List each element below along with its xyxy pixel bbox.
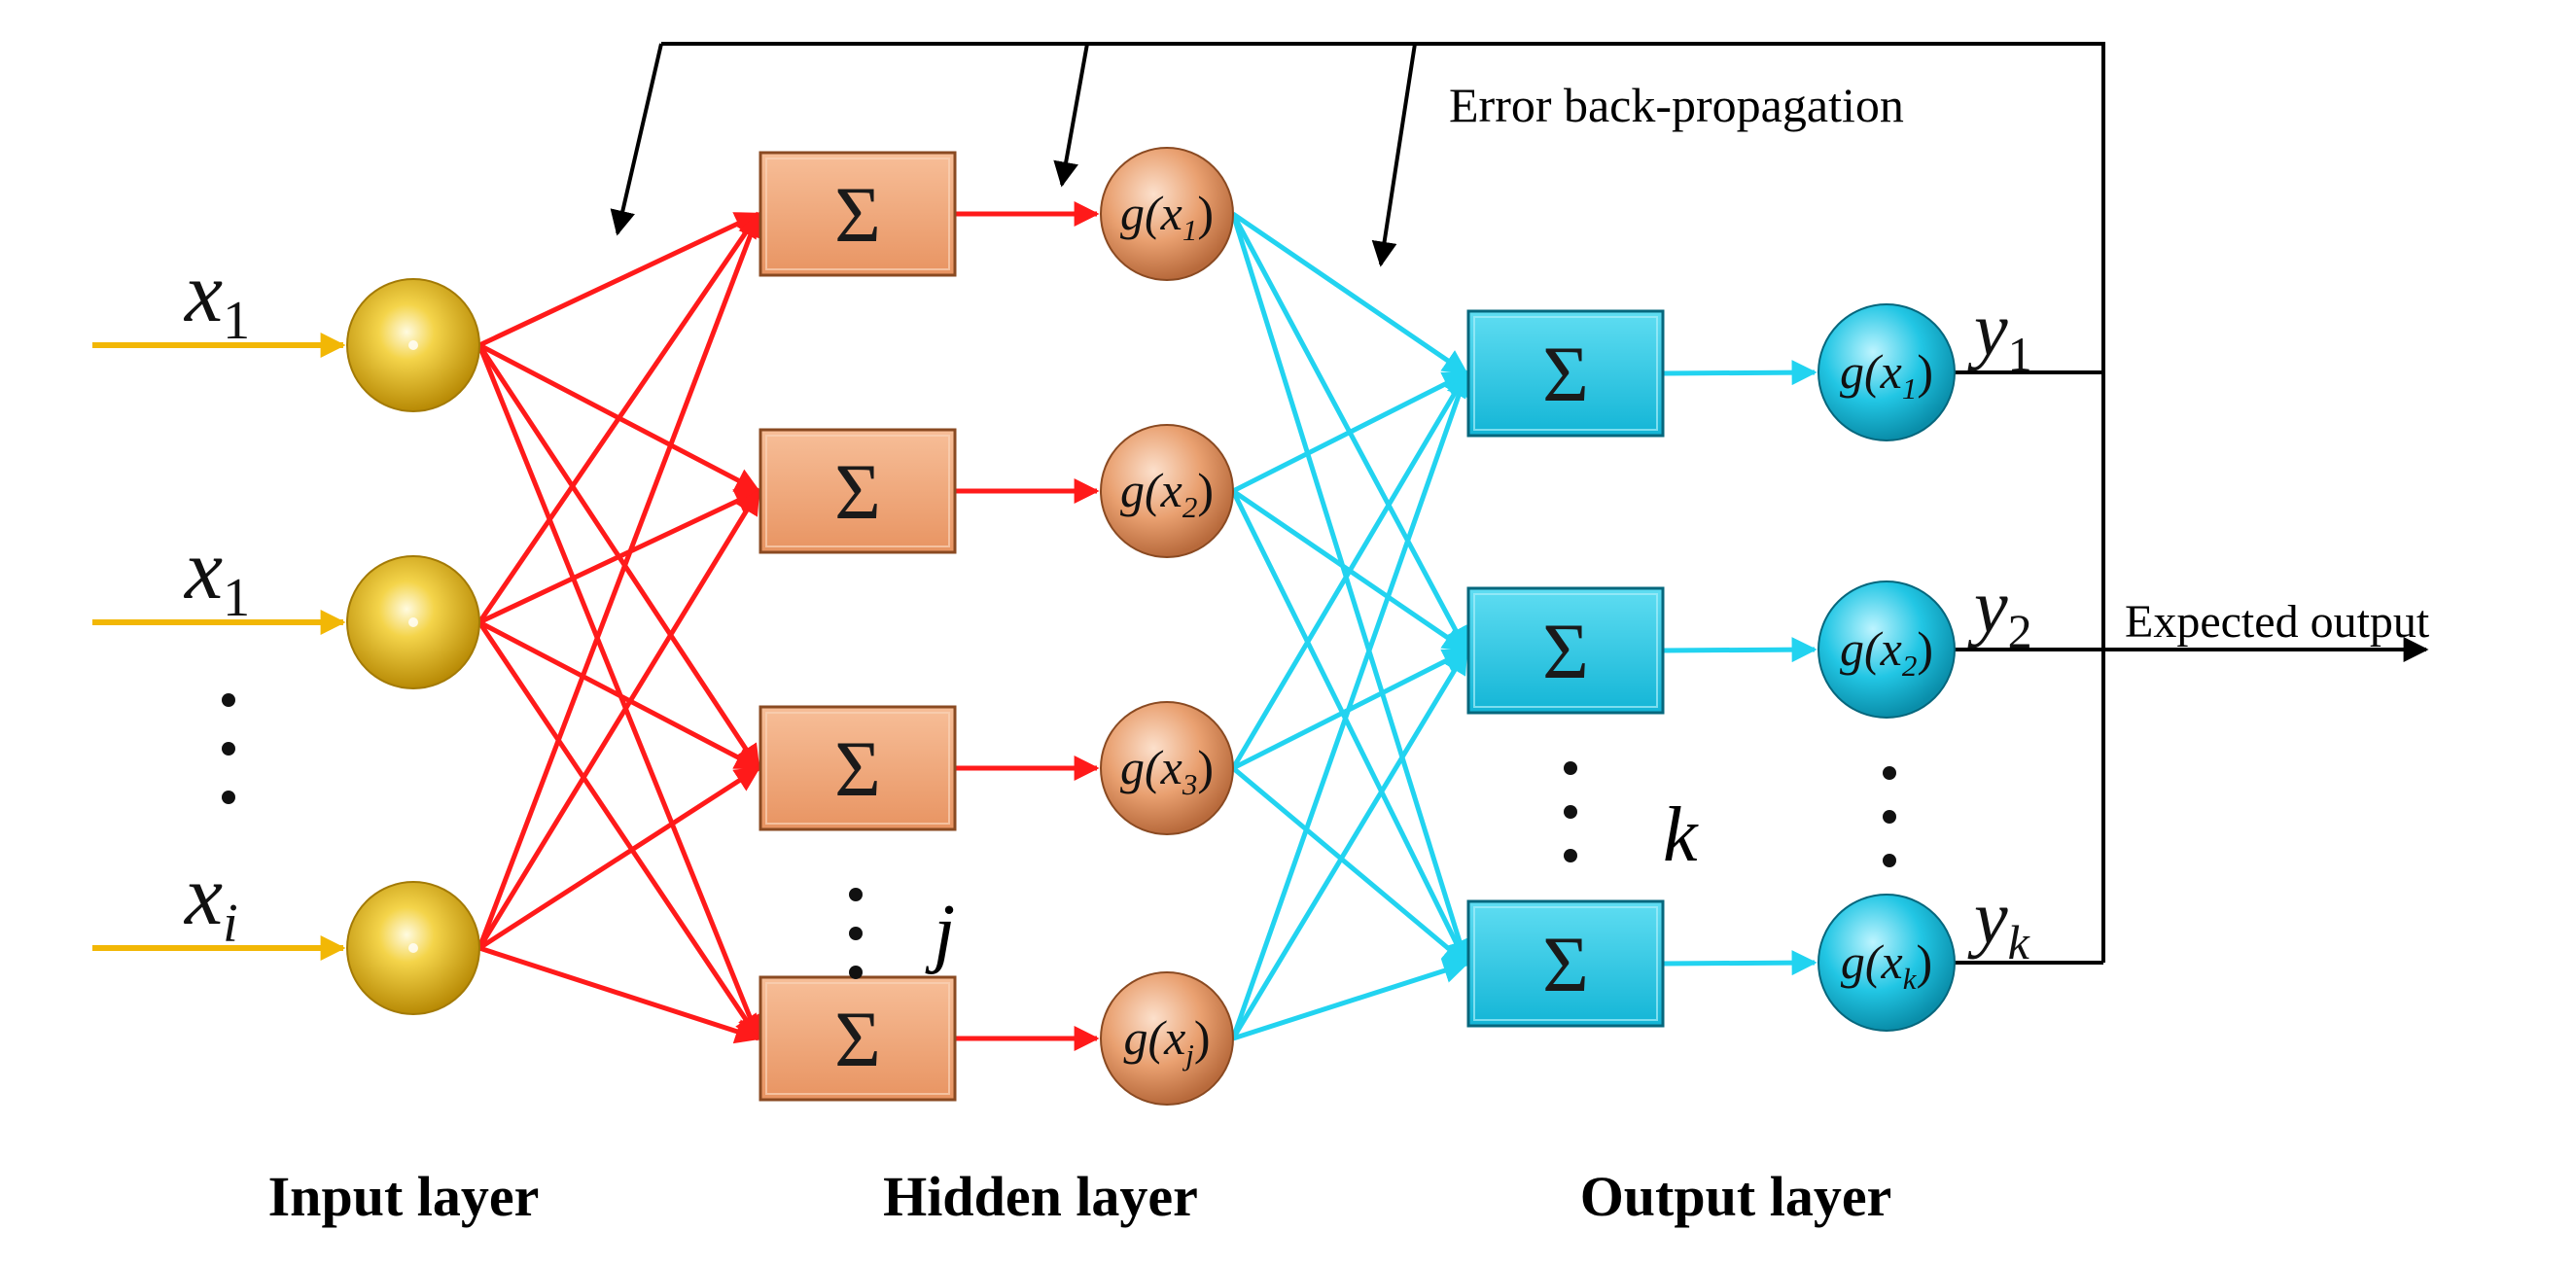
output-sum-box-3: Σ: [1466, 899, 1665, 1028]
sum-symbol: Σ: [834, 724, 881, 813]
input-variable-label-2: x1: [183, 523, 250, 628]
edge-h3-o3: [1231, 766, 1468, 966]
feedback-arrow-hidden: [1053, 43, 1089, 188]
edge-in3-h3: [477, 765, 761, 951]
output-sum-box-2: Σ: [1466, 586, 1665, 715]
output-activation-label: g(x2): [1840, 621, 1933, 683]
edge-h4-o3: [1232, 958, 1469, 1041]
edge-in2-h4: [476, 620, 761, 1041]
sum-symbol: Σ: [1542, 330, 1589, 418]
hidden-activation-label: g(x2): [1120, 463, 1214, 524]
sum-symbol: Σ: [834, 170, 881, 259]
sum-symbol: Σ: [834, 995, 881, 1083]
edge-osum3-oact: [1662, 950, 1817, 976]
output-activation-node-1: g(x1): [1817, 303, 1956, 441]
edge-in3-h1: [476, 211, 762, 949]
edge-in1-h1: [477, 211, 761, 348]
output-variable-label-2: y2: [1967, 564, 2032, 658]
edge-h1-o1: [1231, 211, 1469, 376]
sum-symbol: Σ: [1542, 607, 1589, 695]
output-activation-node-3: g(xk): [1817, 894, 1956, 1032]
edge-in2-h3: [477, 619, 761, 771]
input-variable-label-3: xi: [183, 849, 238, 954]
output-activation-label: g(x1): [1840, 344, 1933, 405]
hidden-activation-node-4: g(xj): [1100, 971, 1234, 1106]
edge-in3-h2: [476, 488, 761, 950]
hidden-layer-label: Hidden layer: [883, 1165, 1198, 1228]
hidden-index-label: j: [925, 890, 955, 975]
hidden-activation-node-2: g(x2): [1100, 424, 1234, 558]
edge-h2-o1: [1231, 370, 1469, 494]
output-sum-box-1: Σ: [1466, 309, 1665, 438]
output-activation-label: g(xk): [1841, 934, 1932, 996]
edge-in1-h4: [476, 344, 762, 1041]
edge-h1-o3: [1230, 213, 1472, 967]
hidden-activation-node-1: g(x1): [1100, 147, 1234, 281]
edge-in2-h2: [477, 488, 761, 625]
output-variable-label-1: y1: [1967, 287, 2032, 381]
feedback-arrow-input: [610, 43, 663, 236]
input-ellipsis: [222, 693, 235, 804]
diagram-labels: x1 x1 xi y1 y2 yk: [183, 246, 2032, 979]
sum-symbol: Σ: [1542, 920, 1589, 1008]
edge-in2-h1: [476, 211, 761, 624]
edge-h3-o1: [1230, 370, 1469, 770]
edge-in3-h4: [478, 945, 761, 1044]
expected-output-label: Expected output: [2125, 596, 2430, 648]
hidden-activation-label: g(x1): [1120, 186, 1214, 247]
input-layer-label: Input layer: [268, 1165, 540, 1228]
input-variable-label-1: x1: [183, 246, 250, 351]
hidden-sum-box-2: Σ: [759, 428, 957, 554]
edge-h2-o3: [1230, 489, 1469, 967]
error-backprop-label: Error back-propagation: [1449, 78, 1904, 132]
feedback-arrow-output: [1371, 43, 1417, 267]
hidden-sum-box-4: Σ: [759, 975, 957, 1102]
hidden-sum-box-3: Σ: [759, 705, 957, 831]
edge-h4-o2: [1230, 648, 1469, 1040]
output-activation-ellipsis: [1883, 766, 1896, 867]
output-layer-label: Output layer: [1580, 1165, 1892, 1228]
hidden-activation-label: g(xj): [1123, 1010, 1210, 1072]
sum-symbol: Σ: [834, 447, 881, 536]
input-node-1: [346, 278, 480, 412]
output-index-label: k: [1663, 792, 1699, 878]
hidden-to-output-connections: [1230, 211, 1817, 1041]
output-variable-label-3: yk: [1967, 875, 2030, 969]
hidden-activation-label: g(x3): [1120, 740, 1214, 801]
input-node-2: [346, 555, 480, 689]
edge-h4-o1: [1230, 370, 1471, 1039]
hidden-ellipsis: [849, 888, 863, 979]
network-nodes: Σ Σ Σ Σ Σ Σ Σg(x1) g(x2) g(x3) g(xj) g(x1) g(x2) g(x…: [346, 147, 1956, 1106]
output-sum-ellipsis: [1564, 761, 1577, 862]
input-to-hidden-connections: [92, 201, 1100, 1051]
error-feedback-lines: [610, 42, 2429, 965]
output-activation-node-2: g(x2): [1817, 580, 1956, 719]
edge-osum2-oact: [1662, 637, 1817, 663]
hidden-sum-box-1: Σ: [759, 151, 957, 277]
edge-osum1-oact: [1662, 360, 1817, 386]
input-node-3: [346, 881, 480, 1015]
error-feedback-path: [661, 42, 2105, 372]
hidden-activation-node-3: g(x3): [1100, 701, 1234, 835]
